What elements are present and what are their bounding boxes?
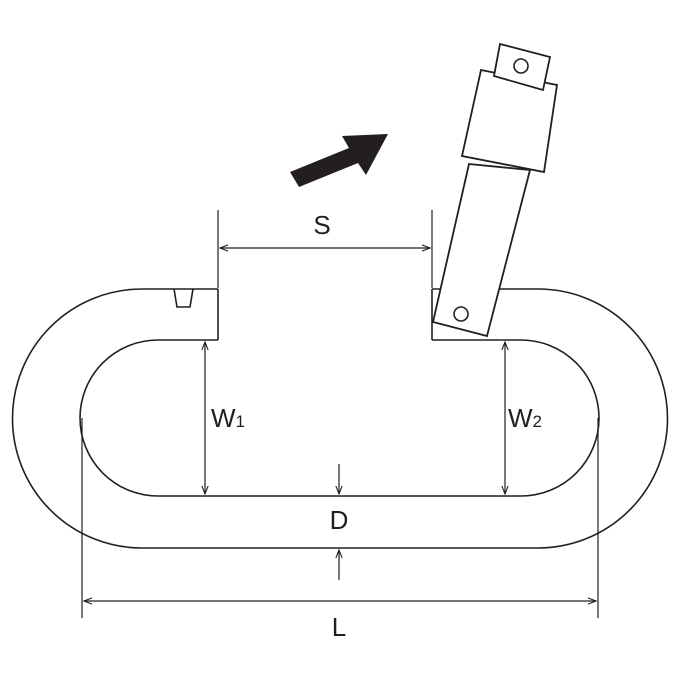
gate-hinge-pin [453, 306, 469, 322]
arrow-up-right-icon [290, 134, 388, 187]
gate-rod [431, 163, 532, 338]
nose-notch [173, 288, 194, 308]
l-label: L [332, 612, 346, 642]
gate-arm [431, 42, 559, 338]
w1-label: W1 [211, 403, 245, 433]
carabiner-outer-outline [11, 288, 669, 549]
d-label: D [330, 505, 349, 535]
gate-tip-hole [513, 58, 529, 74]
carabiner-inner-outline [79, 339, 600, 497]
s-label: S [313, 210, 330, 240]
w2-label: W2 [508, 403, 542, 433]
gate-tip [492, 42, 552, 92]
